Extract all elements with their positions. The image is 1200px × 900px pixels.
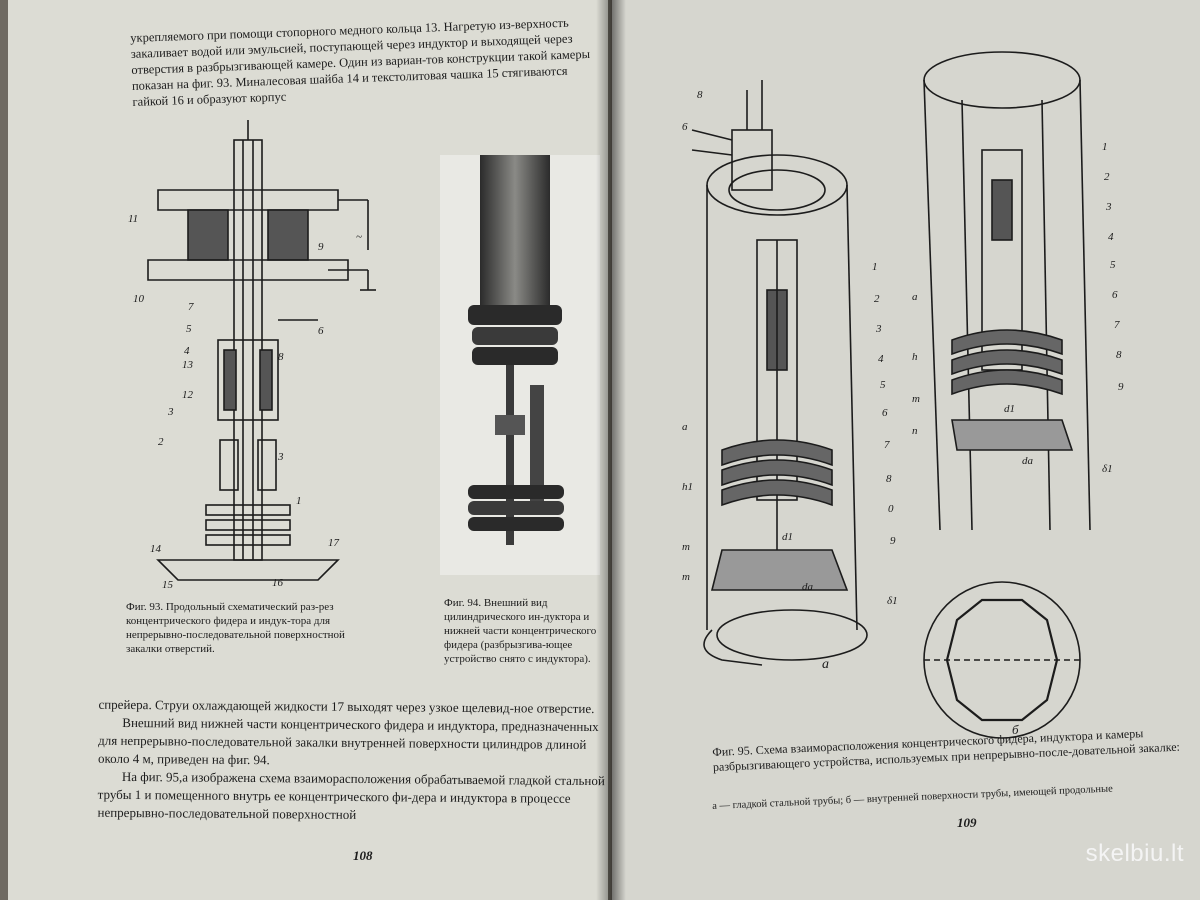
fig95b-label: 3: [1105, 201, 1112, 213]
fig93-label: 2: [158, 436, 164, 448]
watermark: skelbiu.lt: [1086, 840, 1184, 868]
fig95a-label: h1: [682, 481, 693, 493]
fig93-label: ~: [356, 231, 362, 243]
fig95b-label: 2: [1104, 171, 1110, 183]
body-paragraph: Внешний вид нижней части концентрическог…: [97, 714, 599, 768]
fig95a-label: 2: [874, 293, 880, 305]
fig95a-label: 4: [878, 353, 884, 365]
fig93-label: 3: [277, 451, 284, 463]
fig95a-label: 5: [880, 379, 886, 391]
body-paragraph: На фиг. 95,а изображена схема взаиморасп…: [97, 768, 605, 822]
fig93-label: 12: [182, 389, 194, 401]
left-top-paragraph: укрепляемого при помощи стопорного медно…: [130, 15, 591, 109]
fig93-label: 13: [182, 359, 194, 371]
fig95b-label: 4: [1108, 231, 1114, 243]
right-page: 8 6 1 2 3 4 5 6 7 8 0 9 a h1 m m d1 da δ…: [612, 0, 1200, 900]
fig95b-label: da: [1022, 455, 1034, 467]
fig93-label: 15: [162, 579, 174, 590]
fig95a-label: m: [682, 571, 690, 583]
fig93-label: 5: [186, 323, 192, 335]
fig95a-label: 6: [882, 407, 888, 419]
fig95b-label: 6: [1112, 289, 1118, 301]
fig95a-sublabel: а: [822, 657, 829, 670]
fig95b-sublabel: б: [1012, 722, 1019, 737]
fig95a-drawing: 8 6 1 2 3 4 5 6 7 8 0 9 a h1 m m d1 da δ…: [682, 80, 898, 670]
fig95a-label: a: [682, 421, 688, 433]
fig94-photo: [440, 155, 600, 575]
fig95a-label: da: [802, 581, 814, 593]
fig95a-label: 3: [875, 323, 882, 335]
fig95a-label: 9: [890, 535, 896, 547]
fig95b-label: d1: [1004, 403, 1015, 415]
fig93-schematic: 11 9 10 7 5 4 13 12 3 2 3 1 14 15 16 17 …: [128, 120, 376, 590]
fig94-caption: Фиг. 94. Внешний вид цилиндрического ин-…: [444, 597, 597, 665]
fig93-label: 9: [318, 241, 324, 253]
fig93-label: 3: [167, 406, 174, 418]
fig95b-label: 5: [1110, 259, 1116, 271]
fig95a-label: m: [682, 541, 690, 553]
fig95a-label: 1: [872, 261, 878, 273]
fig95b-label: 7: [1114, 319, 1120, 331]
fig93-label: 1: [296, 495, 302, 507]
fig93-caption: Фиг. 93. Продольный схематический раз-ре…: [126, 601, 345, 655]
fig93-label: 17: [328, 537, 340, 549]
fig95b-label: δ1: [1102, 463, 1113, 475]
page-number-right: 109: [957, 815, 977, 830]
fig95-legend: а — гладкой стальной трубы; б — внутренн…: [712, 783, 1114, 812]
fig93-label: 8: [278, 351, 284, 363]
left-page: укрепляемого при помощи стопорного медно…: [8, 0, 608, 900]
fig95b-label: m: [912, 393, 920, 405]
fig93-label: 14: [150, 543, 162, 555]
fig95b-label: 9: [1118, 381, 1124, 393]
fig95a-label: 7: [884, 439, 890, 451]
fig95b-label: h: [912, 351, 918, 363]
watermark-text: skelbiu.lt: [1085, 840, 1184, 867]
fig93-label: 7: [188, 301, 194, 313]
fig93-label: 4: [184, 345, 190, 357]
fig94-image: [468, 155, 564, 545]
fig95b-label: n: [912, 425, 918, 437]
fig95b-drawing: 1 2 3 4 5 6 7 8 9 a h m n d1 da δ1 б: [912, 51, 1124, 739]
book-gutter: [596, 0, 626, 900]
fig95a-label: 0: [888, 503, 894, 515]
fig95b-label: 1: [1102, 141, 1108, 153]
fig93-label: 6: [318, 325, 324, 337]
fig95b-label: 8: [1116, 349, 1122, 361]
fig95a-label: 6: [682, 121, 688, 133]
fig93-label: 10: [133, 293, 145, 305]
page-number-left: 108: [353, 848, 373, 863]
left-body: спрейера. Струи охлаждающей жидкости 17 …: [97, 696, 608, 827]
fig95a-label: 8: [886, 473, 892, 485]
fig93-label: 16: [272, 577, 284, 589]
fig95a-label: d1: [782, 531, 793, 543]
fig93-label: 11: [128, 213, 138, 225]
fig95b-label: a: [912, 291, 918, 303]
fig95a-label: δ1: [887, 595, 898, 607]
fig95a-label: 8: [697, 89, 703, 101]
